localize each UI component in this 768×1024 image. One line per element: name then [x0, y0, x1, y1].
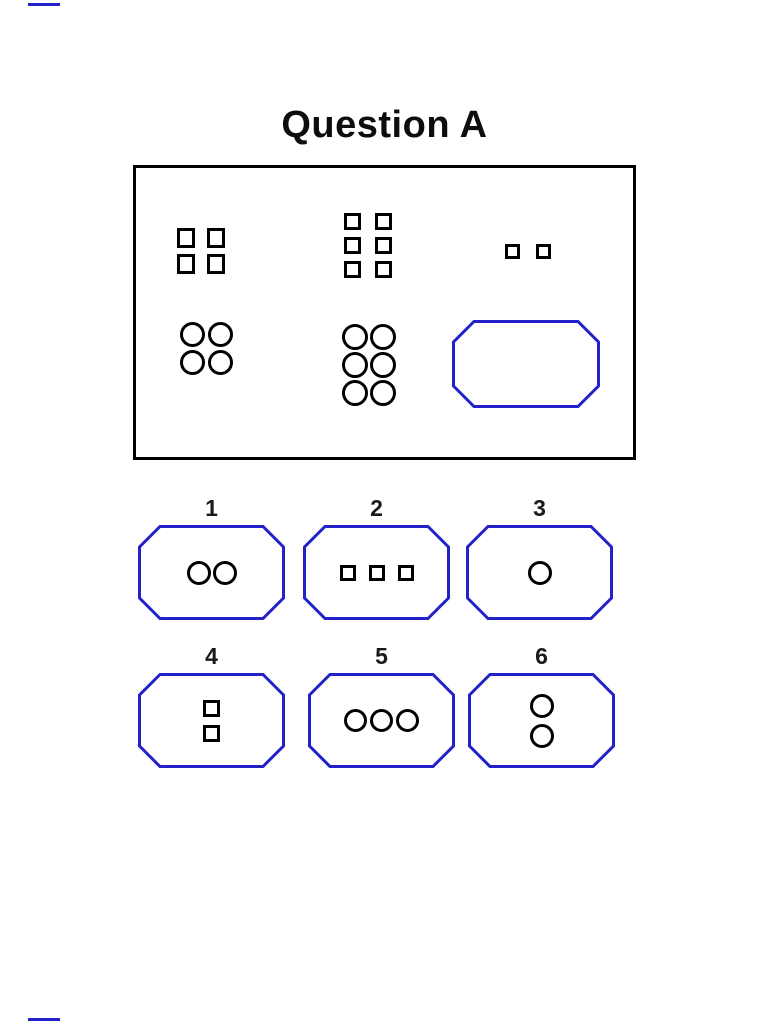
shape-row: [180, 350, 233, 375]
shape-row: [339, 564, 414, 581]
option-number-4: 4: [205, 643, 218, 669]
square-shape: [207, 228, 225, 248]
option-octagon-6[interactable]: [468, 673, 615, 768]
square-shape: [505, 244, 520, 259]
circle-shape: [344, 709, 367, 732]
circle-shape: [208, 350, 233, 375]
option-octagon-5[interactable]: [308, 673, 455, 768]
option-number-1: 1: [205, 495, 218, 521]
option-shapes-3: [527, 560, 552, 585]
option-number-3: 3: [533, 495, 546, 521]
square-shape: [397, 564, 414, 581]
octagon-outline: [452, 320, 600, 408]
option-shapes-1: [186, 560, 237, 585]
answer-option-5: 5: [308, 642, 455, 768]
circle-shape: [342, 380, 368, 406]
shape-row: [529, 723, 554, 748]
squares-group-1x2: [505, 244, 551, 259]
circle-shape: [529, 693, 554, 718]
option-shapes-4: [203, 699, 220, 742]
shape-row: [203, 724, 220, 742]
square-shape: [177, 228, 195, 248]
circle-shape: [208, 322, 233, 347]
option-shapes-5: [344, 709, 419, 732]
square-shape: [375, 261, 392, 278]
shape-row: [344, 237, 392, 254]
square-shape: [339, 564, 356, 581]
option-octagon-1[interactable]: [138, 525, 285, 620]
option-number-6: 6: [535, 643, 548, 669]
circle-shape: [370, 352, 396, 378]
square-shape: [344, 261, 361, 278]
circle-shape: [342, 352, 368, 378]
circles-group-2x3: [342, 324, 396, 408]
square-shape: [344, 237, 361, 254]
shape-row: [344, 709, 419, 732]
circle-shape: [370, 380, 396, 406]
circles-group-2x2: [180, 322, 233, 378]
option-number-5: 5: [375, 643, 388, 669]
square-shape: [368, 564, 385, 581]
shape-row: [505, 244, 551, 259]
answer-option-4: 4: [138, 642, 285, 768]
square-shape: [207, 254, 225, 274]
circle-shape: [370, 324, 396, 350]
shape-row: [177, 254, 225, 274]
shape-row: [342, 380, 396, 406]
shape-row: [203, 699, 220, 717]
option-number-2: 2: [370, 495, 383, 521]
circle-shape: [212, 560, 237, 585]
option-shapes-6: [529, 693, 554, 748]
option-octagon-2[interactable]: [303, 525, 450, 620]
page-edge-artifact-bottom: [28, 1018, 60, 1021]
shape-row: [342, 324, 396, 350]
shape-row: [342, 352, 396, 378]
shape-row: [180, 322, 233, 347]
answer-option-1: 1: [138, 494, 285, 620]
option-octagon-3[interactable]: [466, 525, 613, 620]
shape-row: [186, 560, 237, 585]
shape-row: [529, 693, 554, 718]
shape-row: [344, 261, 392, 278]
circle-shape: [370, 709, 393, 732]
square-shape: [375, 213, 392, 230]
page-title: Question A: [281, 104, 488, 146]
circle-shape: [527, 560, 552, 585]
shape-row: [527, 560, 552, 585]
answer-option-2: 2: [303, 494, 450, 620]
circle-shape: [342, 324, 368, 350]
answer-option-3: 3: [466, 494, 613, 620]
option-shapes-2: [339, 564, 414, 581]
squares-group-2x3: [344, 213, 392, 285]
puzzle-matrix-box: [133, 165, 636, 460]
shape-row: [177, 228, 225, 248]
square-shape: [536, 244, 551, 259]
option-octagon-4[interactable]: [138, 673, 285, 768]
square-shape: [375, 237, 392, 254]
page-edge-artifact-top: [28, 3, 60, 6]
circle-shape: [180, 350, 205, 375]
answer-slot-octagon[interactable]: [452, 320, 600, 408]
circle-shape: [180, 322, 205, 347]
square-shape: [177, 254, 195, 274]
squares-group-2x2: [177, 228, 225, 280]
circle-shape: [396, 709, 419, 732]
answer-option-6: 6: [468, 642, 615, 768]
circle-shape: [186, 560, 211, 585]
shape-row: [344, 213, 392, 230]
square-shape: [203, 699, 220, 717]
square-shape: [344, 213, 361, 230]
square-shape: [203, 724, 220, 742]
circle-shape: [529, 723, 554, 748]
